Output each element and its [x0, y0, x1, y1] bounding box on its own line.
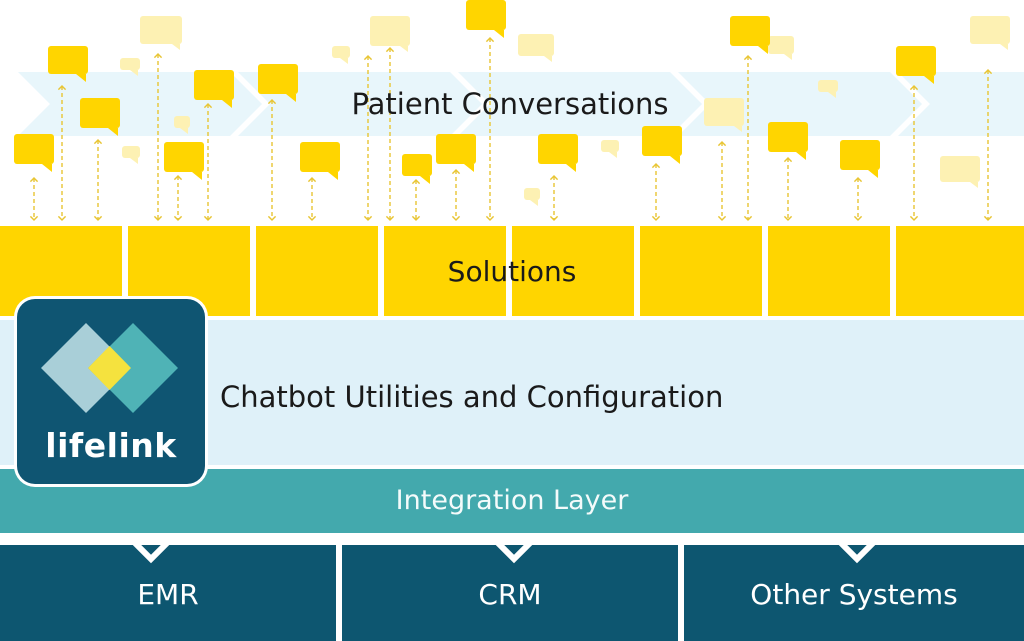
solutions-label: Solutions: [447, 254, 577, 288]
conversation-arrows: [29, 36, 993, 222]
utilities-label: Chatbot Utilities and Configuration: [220, 380, 724, 414]
faint-chat-bubble: [601, 140, 619, 152]
chat-bubble-tail: [42, 164, 52, 172]
chat-bubble-tail: [796, 152, 806, 160]
chat-bubble: [840, 140, 880, 170]
faint-chat-bubble: [122, 146, 140, 158]
chat-bubble-tail: [420, 176, 430, 184]
solution-block: [256, 226, 378, 316]
faint-chat-bubble: [120, 58, 140, 70]
faint-bubble-tail: [1000, 44, 1008, 50]
faint-bubble-tail: [172, 44, 180, 50]
integration-label: Integration Layer: [395, 484, 629, 516]
faint-bubble-tail: [970, 182, 978, 188]
other-systems-label: Other Systems: [750, 578, 958, 611]
chat-bubble-tail: [222, 100, 232, 108]
emr-label: EMR: [137, 578, 199, 611]
chat-bubble-tail: [192, 172, 202, 180]
emr-block: [0, 545, 336, 641]
logo-wordmark: lifelink: [45, 425, 177, 465]
chat-bubble: [642, 126, 682, 156]
conversation-band-chevron: [238, 72, 482, 136]
faint-bubble-tail: [544, 56, 552, 62]
faint-bubble-tail: [609, 152, 617, 158]
faint-chat-bubble: [940, 156, 980, 182]
conversations-label: Patient Conversations: [351, 87, 669, 121]
faint-bubble-tail: [530, 200, 538, 206]
lifelink-logo: lifelink: [17, 299, 205, 484]
faint-chat-bubble: [524, 188, 540, 200]
connector-notch: [491, 536, 537, 564]
faint-chat-bubble: [768, 36, 794, 54]
connector-notch: [128, 536, 174, 564]
chat-bubble: [466, 0, 506, 30]
faint-chat-bubble: [704, 98, 744, 126]
faint-chat-bubble: [174, 116, 190, 128]
crm-block: [342, 545, 678, 641]
faint-chat-bubbles: [120, 16, 1010, 206]
chat-bubble: [48, 46, 88, 74]
solution-block: [384, 226, 506, 316]
crm-label: CRM: [478, 578, 542, 611]
chat-bubble: [14, 134, 54, 164]
solution-block: [512, 226, 634, 316]
faint-bubble-tail: [340, 58, 348, 64]
chat-bubbles: [14, 0, 936, 184]
chat-bubble: [300, 142, 340, 172]
chat-bubble: [768, 122, 808, 152]
chat-bubble-tail: [566, 164, 576, 172]
faint-chat-bubble: [818, 80, 838, 92]
faint-chat-bubble: [140, 16, 182, 44]
chat-bubble-tail: [464, 164, 474, 172]
conversation-band-chevron: [898, 72, 1024, 136]
faint-chat-bubble: [370, 16, 410, 46]
chat-bubble-tail: [286, 94, 296, 102]
chat-bubble-tail: [924, 76, 934, 84]
chat-bubble-tail: [494, 30, 504, 38]
chat-bubble: [896, 46, 936, 76]
conversation-band-chevron: [458, 72, 702, 136]
chat-bubble-tail: [868, 170, 878, 178]
chat-bubble: [258, 64, 298, 94]
faint-bubble-tail: [734, 126, 742, 132]
chat-bubble-tail: [76, 74, 86, 82]
chat-bubble: [164, 142, 204, 172]
connector-notch: [834, 536, 880, 564]
chat-bubble: [194, 70, 234, 100]
chat-bubble: [538, 134, 578, 164]
solution-block: [640, 226, 762, 316]
faint-chat-bubble: [970, 16, 1010, 44]
connector-notches: [128, 536, 880, 564]
chat-bubble: [80, 98, 120, 128]
chat-bubble-tail: [108, 128, 118, 136]
chat-bubble: [402, 154, 432, 176]
chat-bubble-tail: [328, 172, 338, 180]
faint-bubble-tail: [400, 46, 408, 52]
chat-bubble: [436, 134, 476, 164]
solutions-layer: [0, 226, 1024, 316]
solution-block: [896, 226, 1024, 316]
faint-bubble-tail: [784, 54, 792, 60]
diamond-mark-icon: [41, 323, 178, 413]
faint-chat-bubble: [332, 46, 350, 58]
other-systems-block: [684, 545, 1024, 641]
faint-chat-bubble: [518, 34, 554, 56]
chat-bubble-tail: [670, 156, 680, 164]
faint-bubble-tail: [130, 70, 138, 76]
faint-bubble-tail: [130, 158, 138, 164]
faint-bubble-tail: [180, 128, 188, 134]
chat-bubble: [730, 16, 770, 46]
solution-block: [768, 226, 890, 316]
faint-bubble-tail: [828, 92, 836, 98]
chat-bubble-tail: [758, 46, 768, 54]
